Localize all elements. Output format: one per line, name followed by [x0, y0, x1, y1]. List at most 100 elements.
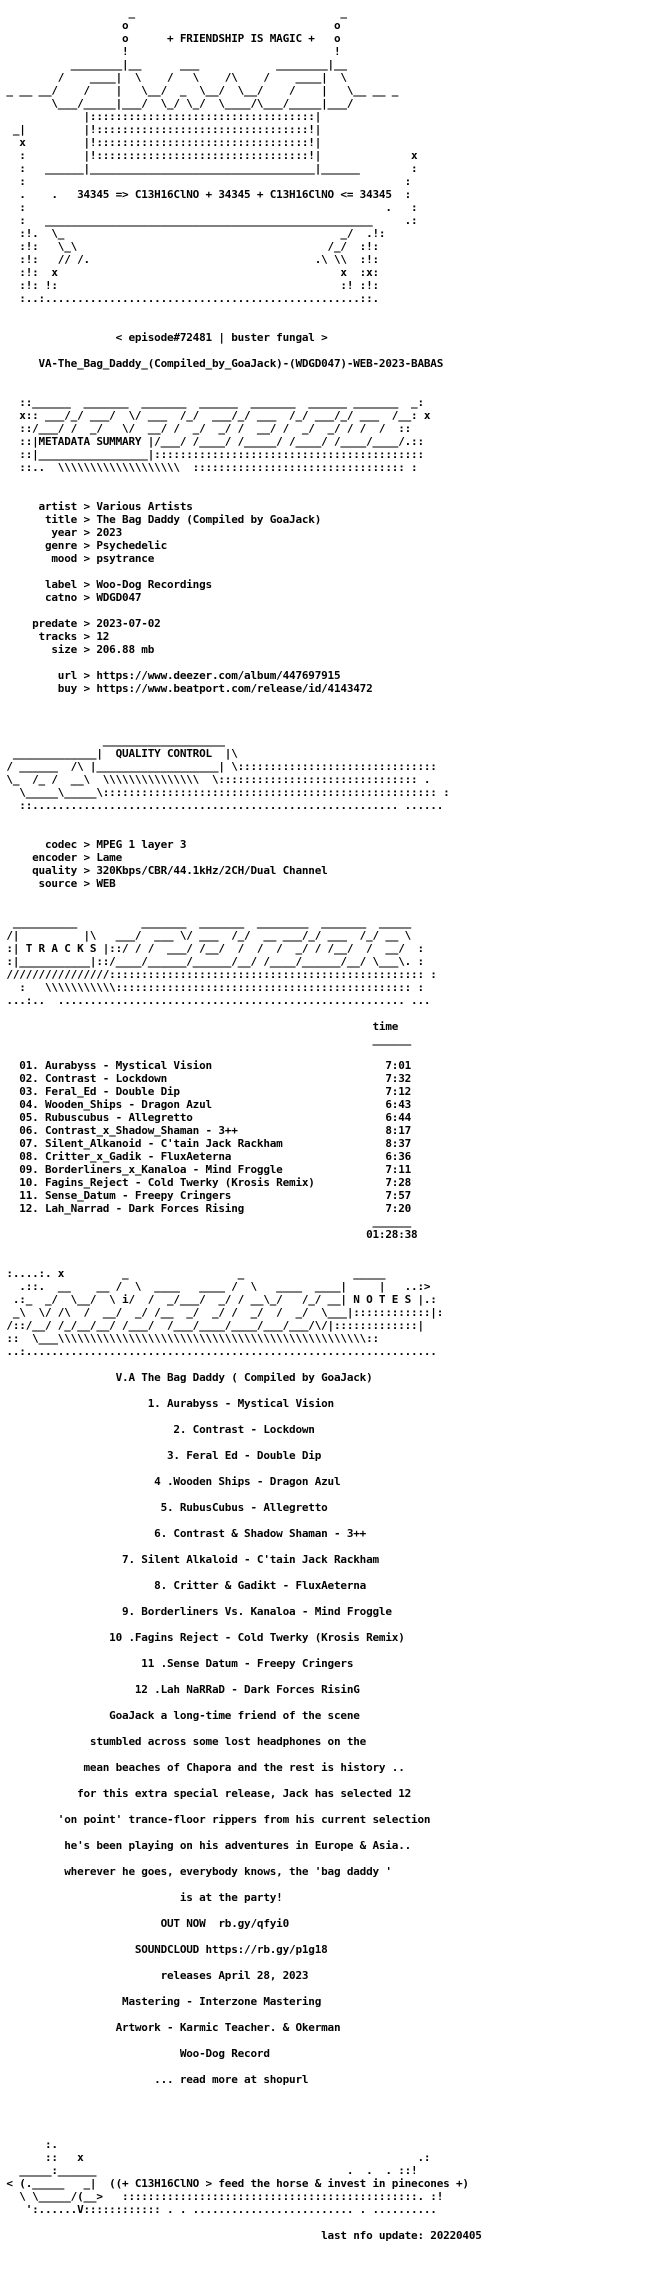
nfo-line[interactable]: OUT NOW rb.gy/qfyi0	[0, 1917, 290, 1930]
nfo-line	[0, 344, 648, 357]
nfo-line: x |!:::::::::::::::::::::::::::::::::!|	[0, 136, 322, 149]
nfo-line: _____________| QUALITY CONTROL |\	[0, 747, 238, 760]
nfo-line: ////////////////::::::::::::::::::::::::…	[0, 968, 437, 981]
nfo-line	[0, 812, 648, 825]
nfo-line	[0, 1514, 648, 1527]
nfo-line: 7. Silent Alkaloid - C'tain Jack Rackham	[0, 1553, 379, 1566]
nfo-line: GoaJack a long-time friend of the scene	[0, 1709, 360, 1722]
nfo-line: \ \_____/(__> ::::::::::::::::::::::::::…	[0, 2190, 444, 2203]
nfo-line: codec > MPEG 1 layer 3	[0, 838, 187, 851]
nfo-line	[0, 1462, 648, 1475]
nfo-line: 6. Contrast & Shadow Shaman - 3++	[0, 1527, 367, 1540]
nfo-line: encoder > Lame	[0, 851, 123, 864]
nfo-line	[0, 383, 648, 396]
nfo-line: 06. Contrast_x_Shadow_Shaman - 3++ 8:17	[0, 1124, 412, 1137]
nfo-line	[0, 695, 648, 708]
nfo-line	[0, 1878, 648, 1891]
nfo-line: 'on point' trance-floor rippers from his…	[0, 1813, 431, 1826]
nfo-line: x:: ___/_/ ___/ \/ ___ /_/ ___/_/ ___ /_…	[0, 409, 431, 422]
nfo-line: year > 2023	[0, 526, 123, 539]
nfo-line	[0, 1696, 648, 1709]
nfo-line: ::/___/ / _/ \/ __/ / _/ _/ / __/ / _/ _…	[0, 422, 412, 435]
nfo-line: |:::::::::::::::::::::::::::::::::::|	[0, 110, 322, 123]
nfo-line: :!: // /. .\ \\ :!:	[0, 253, 379, 266]
nfo-line	[0, 1618, 648, 1631]
nfo-text-block: _ _ o o o + FRIENDSHIP IS MAGIC + o ! !	[0, 6, 648, 2242]
nfo-line: :..:....................................…	[0, 292, 379, 305]
nfo-line: predate > 2023-07-02	[0, 617, 161, 630]
nfo-line: 10 .Fagins Reject - Cold Twerky (Krosis …	[0, 1631, 405, 1644]
nfo-line: Mastering - Interzone Mastering	[0, 1995, 322, 2008]
nfo-line: stumbled across some lost headphones on …	[0, 1735, 367, 1748]
nfo-line: 11 .Sense Datum - Freepy Cringers	[0, 1657, 354, 1670]
nfo-line	[0, 890, 648, 903]
nfo-line: mean beaches of Chapora and the rest is …	[0, 1761, 405, 1774]
nfo-line	[0, 1566, 648, 1579]
nfo-line	[0, 1904, 648, 1917]
nfo-line[interactable]: SOUNDCLOUD https://rb.gy/p1g18	[0, 1943, 328, 1956]
nfo-line	[0, 1774, 648, 1787]
nfo-line	[0, 2060, 648, 2073]
nfo-line	[0, 1748, 648, 1761]
nfo-line: \_____\_____\:::::::::::::::::::::::::::…	[0, 786, 450, 799]
nfo-line	[0, 1410, 648, 1423]
nfo-line: ... read more at shopurl	[0, 2073, 309, 2086]
nfo-line	[0, 474, 648, 487]
nfo-line	[0, 656, 648, 669]
nfo-line: 8. Critter & Gadikt - FluxAeterna	[0, 1579, 367, 1592]
nfo-line: artist > Various Artists	[0, 500, 193, 513]
nfo-line	[0, 1488, 648, 1501]
nfo-line	[0, 1930, 648, 1943]
nfo-line	[0, 2125, 648, 2138]
nfo-line: 12 .Lah NaRRaD - Dark Forces RisinG	[0, 1683, 360, 1696]
nfo-line	[0, 318, 648, 331]
nfo-line: 12. Lah_Narrad - Dark Forces Rising 7:20	[0, 1202, 412, 1215]
nfo-line	[0, 1254, 648, 1267]
nfo-line: : ______________________________________…	[0, 214, 418, 227]
nfo-line	[0, 2112, 648, 2125]
nfo-line[interactable]: buy > https://www.beatport.com/release/i…	[0, 682, 373, 695]
nfo-line: :.	[0, 2138, 58, 2151]
nfo-line: V.A The Bag Daddy ( Compiled by GoaJack)	[0, 1371, 373, 1384]
nfo-line: __________ _______ _______ ________ ____…	[0, 916, 412, 929]
nfo-line: : \\\\\\\\\\\:::::::::::::::::::::::::::…	[0, 981, 424, 994]
nfo-line	[0, 1800, 648, 1813]
nfo-line	[0, 721, 648, 734]
nfo-line[interactable]: url > https://www.deezer.com/album/44769…	[0, 669, 341, 682]
nfo-line: / ______ /\ |___________________| \:::::…	[0, 760, 437, 773]
nfo-line	[0, 305, 648, 318]
nfo-line	[0, 604, 648, 617]
nfo-line: label > Woo-Dog Recordings	[0, 578, 212, 591]
nfo-line: ..:.....................................…	[0, 1345, 437, 1358]
nfo-line: : |!:::::::::::::::::::::::::::::::::!| …	[0, 149, 418, 162]
nfo-line: /::/__/ /_/__/__/ /___/ /___/____/____/_…	[0, 1319, 424, 1332]
nfo-line: ::|_________________|:::::::::::::::::::…	[0, 448, 424, 461]
nfo-line	[0, 1982, 648, 1995]
nfo-line: size > 206.88 mb	[0, 643, 155, 656]
nfo-line: 01. Aurabyss - Mystical Vision 7:01	[0, 1059, 412, 1072]
nfo-line: Woo-Dog Record	[0, 2047, 270, 2060]
nfo-line	[0, 2008, 648, 2021]
nfo-line: catno > WDGD047	[0, 591, 142, 604]
nfo-line: :!: x x :x:	[0, 266, 379, 279]
nfo-line	[0, 1722, 648, 1735]
nfo-line: ::.. \\\\\\\\\\\\\\\\\\\ :::::::::::::::…	[0, 461, 418, 474]
nfo-line: 05. Rubuscubus - Allegretto 6:44	[0, 1111, 412, 1124]
nfo-line: .::. __ __ / \ ____ ____ / \ ____ ____| …	[0, 1280, 431, 1293]
nfo-line: 03. Feral_Ed - Double Dip 7:12	[0, 1085, 412, 1098]
nfo-line	[0, 1956, 648, 1969]
nfo-line	[0, 1670, 648, 1683]
nfo-line: 3. Feral Ed - Double Dip	[0, 1449, 322, 1462]
nfo-line	[0, 2086, 648, 2099]
nfo-line: \_ /_ / __\ \\\\\\\\\\\\\\\ \:::::::::::…	[0, 773, 431, 786]
nfo-line: quality > 320Kbps/CBR/44.1kHz/2CH/Dual C…	[0, 864, 328, 877]
nfo-line: : ______|_______________________________…	[0, 162, 418, 175]
nfo-line: releases April 28, 2023	[0, 1969, 309, 1982]
nfo-line: < (._____ _| ((+ C13H16ClNO > feed the h…	[0, 2177, 469, 2190]
nfo-line	[0, 1826, 648, 1839]
nfo-line	[0, 903, 648, 916]
nfo-line: last nfo update: 20220405	[0, 2229, 482, 2242]
nfo-line: 4 .Wooden Ships - Dragon Azul	[0, 1475, 341, 1488]
nfo-line: is at the party!	[0, 1891, 283, 1904]
nfo-line: o + FRIENDSHIP IS MAGIC + o	[0, 32, 341, 45]
